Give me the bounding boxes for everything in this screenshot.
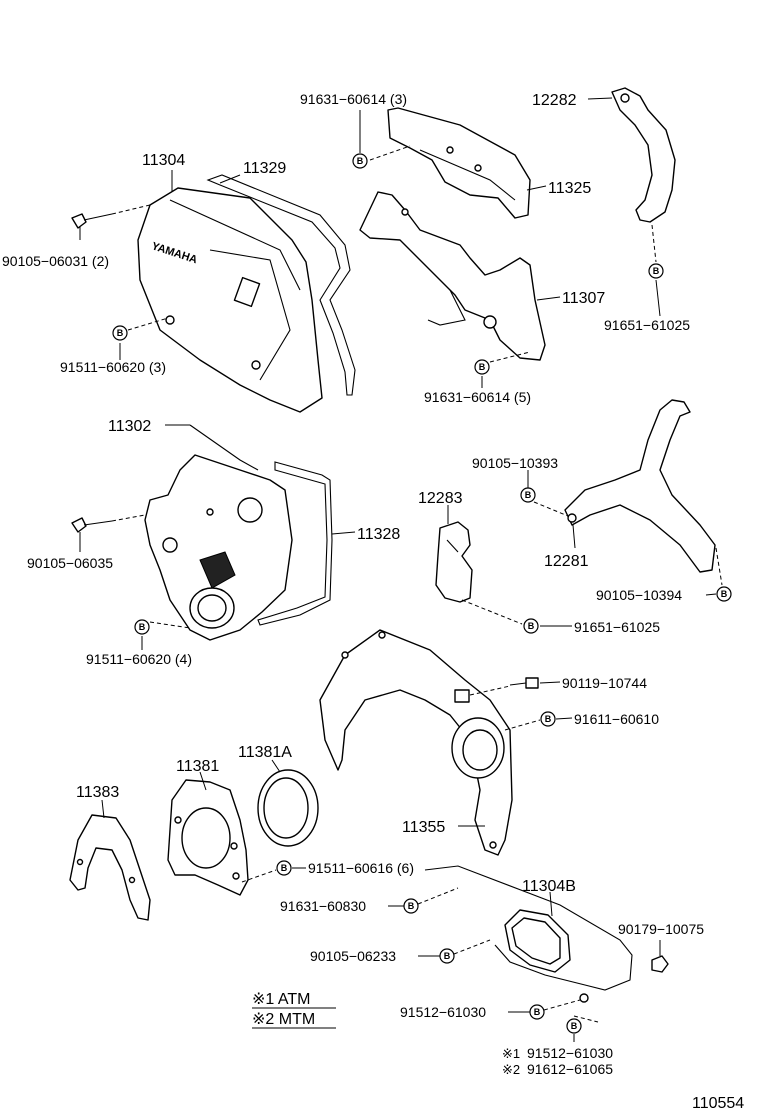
svg-text:B: B (444, 951, 451, 961)
badge-91651-61025-mid: B (523, 618, 539, 634)
cover-11304B (424, 865, 633, 1003)
badge-91611-60610: B (540, 711, 556, 727)
note-mtm: ※2 MTM (252, 1011, 315, 1028)
label-91651-61025-mid: 91651−61025 (574, 619, 660, 635)
part-labels: 91631−60614 (3) 12282 11304 11329 11325 … (2, 91, 704, 1077)
gasket-11383 (69, 814, 151, 921)
label-90105-06035: 90105−06035 (27, 555, 113, 571)
badge-91631-60614-5: B (474, 359, 490, 375)
leader-lines (79, 97, 723, 1042)
badge-91511-60616-6: B (276, 860, 292, 876)
svg-text:B: B (534, 1007, 541, 1017)
upper-timing-cover-11304: YAMAHA (137, 187, 323, 413)
label-91631-60614-3: 91631−60614 (3) (300, 91, 407, 107)
label-11329: 11329 (243, 160, 286, 177)
badge-91511-60620-4: B (134, 619, 150, 635)
bracket-12281 (564, 399, 716, 573)
bolt-90119-10744 (509, 677, 539, 689)
label-90105-06031-2: 90105−06031 (2) (2, 253, 109, 269)
label-91512-61030-alt: 91512−61030 (527, 1045, 613, 1061)
gasket-11329 (206, 174, 356, 396)
gasket-11328 (257, 461, 333, 626)
badge-90105-06233: B (439, 948, 455, 964)
label-91631-60830: 91631−60830 (280, 898, 366, 914)
label-91611-60610: 91611−60610 (574, 711, 659, 727)
badge-91631-60830: B (403, 898, 419, 914)
svg-text:B: B (357, 156, 364, 166)
svg-text:B: B (528, 621, 535, 631)
label-91511-60616-6: 91511−60616 (6) (308, 860, 414, 876)
label-11381: 11381 (176, 758, 219, 775)
label-11383: 11383 (76, 784, 119, 801)
label-90105-10394: 90105−10394 (596, 587, 682, 603)
label-90105-10393: 90105−10393 (472, 455, 558, 471)
bolts (71, 213, 669, 973)
svg-text:B: B (571, 1021, 578, 1031)
cover-plate-11325 (387, 107, 531, 219)
label-11304B: 11304B (522, 878, 576, 895)
label-11381A: 11381A (238, 744, 292, 761)
label-11302: 11302 (108, 418, 151, 435)
bracket-12283 (435, 521, 473, 603)
svg-text:B: B (479, 362, 486, 372)
end-plate-11355 (319, 629, 513, 856)
label-90105-06233: 90105−06233 (310, 948, 396, 964)
label-mark-2: ※2 (502, 1062, 520, 1077)
label-91651-61025-top: 91651−61025 (604, 317, 690, 333)
label-91512-61030: 91512−61030 (400, 1004, 486, 1020)
label-91511-60620-4: 91511−60620 (4) (86, 651, 192, 667)
label-12281: 12281 (544, 553, 589, 570)
label-11355: 11355 (402, 819, 445, 836)
badge-91512-91612-lower: B (566, 1018, 582, 1034)
middle-cover-11307 (359, 191, 546, 361)
svg-text:B: B (408, 901, 415, 911)
badge-90105-10394: B (716, 586, 732, 602)
svg-text:B: B (721, 589, 728, 599)
label-90179-10075: 90179−10075 (618, 921, 704, 937)
label-11304: 11304 (142, 152, 185, 169)
label-mark-1: ※1 (502, 1046, 520, 1061)
label-11307: 11307 (562, 290, 605, 307)
label-11328: 11328 (357, 526, 400, 543)
badge-91511-60620-3: B (112, 325, 128, 341)
svg-text:B: B (653, 266, 660, 276)
lower-timing-cover-11302 (144, 424, 293, 641)
bolt-90105-06031 (71, 213, 113, 229)
svg-text:B: B (139, 622, 146, 632)
svg-text:B: B (281, 863, 288, 873)
badge-90105-10393: B (520, 487, 536, 503)
badge-91512-61030: B (529, 1004, 545, 1020)
badge-91631-60614-3: B (352, 153, 368, 169)
label-91631-60614-5: 91631−60614 (5) (424, 389, 531, 405)
retainer-11381 (167, 779, 249, 896)
label-90119-10744: 90119−10744 (562, 675, 647, 691)
oil-seal-11381A (257, 769, 319, 847)
svg-text:B: B (117, 328, 124, 338)
label-11325: 11325 (548, 180, 591, 197)
label-12283: 12283 (418, 490, 463, 507)
bolt-90105-06035 (71, 517, 113, 533)
label-91612-61065: 91612−61065 (527, 1061, 613, 1077)
svg-text:B: B (545, 714, 552, 724)
bracket-12282 (611, 87, 676, 223)
diagram-id: 110554 (692, 1095, 744, 1112)
label-12282: 12282 (532, 92, 577, 109)
badge-91651-61025-top: B (648, 263, 664, 279)
svg-text:B: B (525, 490, 532, 500)
nut-90179-10075 (651, 955, 669, 973)
badges: B B B B B B B B B B B B B B (112, 153, 732, 1034)
label-91511-60620-3: 91511−60620 (3) (60, 359, 166, 375)
note-atm: ※1 ATM (252, 991, 310, 1008)
legend-notes: ※1 ATM ※2 MTM (252, 991, 336, 1029)
